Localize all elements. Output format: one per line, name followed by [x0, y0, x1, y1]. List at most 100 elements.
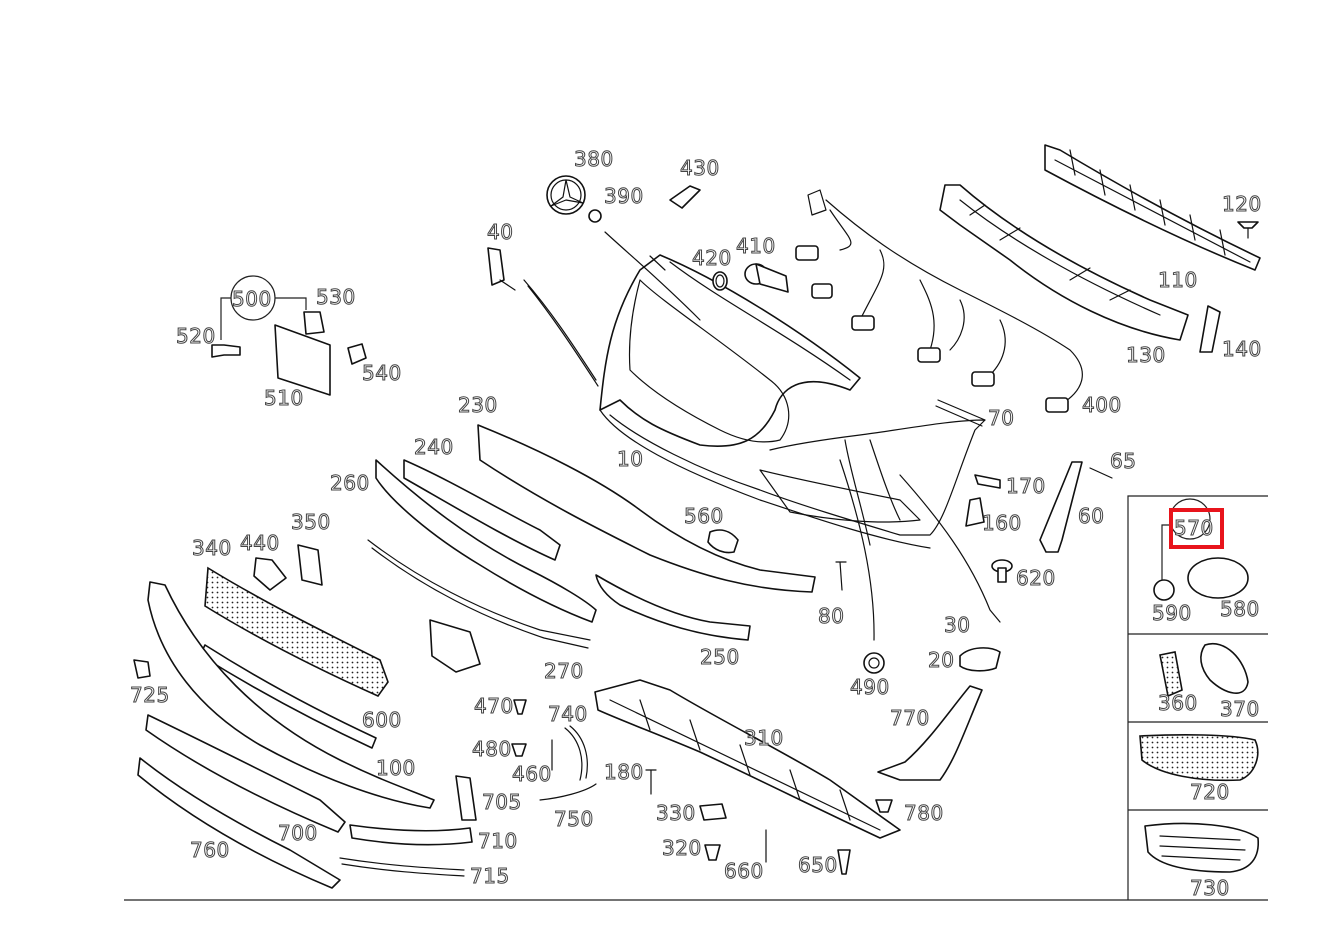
label-380: 380	[574, 147, 614, 171]
label-310: 310	[744, 726, 784, 750]
grille-right-bracket[interactable]	[429, 619, 481, 673]
part-310-underbody-panel[interactable]	[594, 679, 901, 839]
part-730-slats	[1159, 835, 1246, 861]
part-600-strip[interactable]	[199, 644, 377, 749]
label-560: 560	[684, 504, 724, 528]
part-410-sensor[interactable]	[744, 263, 789, 293]
part-110-reinforcement[interactable]	[1044, 144, 1261, 271]
part-30-cable[interactable]	[899, 474, 1001, 623]
label-440: 440	[240, 531, 280, 555]
part-480-clip[interactable]	[511, 743, 527, 757]
label-760: 760	[190, 838, 230, 862]
part-590-cap[interactable]	[1153, 579, 1175, 601]
part-130-bracket[interactable]	[939, 184, 1189, 341]
label-30: 30	[944, 613, 970, 637]
part-120-screw[interactable]	[1237, 221, 1259, 239]
part-700-trim[interactable]	[145, 714, 346, 833]
part-240-grille-frame[interactable]	[403, 459, 561, 561]
part-705-mesh[interactable]	[455, 775, 477, 821]
label-330: 330	[656, 801, 696, 825]
license-plate-group	[211, 275, 367, 396]
label-730: 730	[1190, 876, 1230, 900]
label-70: 70	[988, 406, 1014, 430]
part-340-grille[interactable]	[204, 566, 389, 697]
part-770-bracket[interactable]	[877, 685, 983, 781]
part-780-bolt[interactable]	[875, 799, 893, 813]
label-600: 600	[362, 708, 402, 732]
part-720-grille-insert[interactable]	[1139, 734, 1259, 782]
part-330-bracket[interactable]	[699, 803, 727, 821]
part-260-spoiler[interactable]	[375, 459, 597, 623]
label-250: 250	[700, 645, 740, 669]
part-180-screw[interactable]	[645, 769, 657, 795]
label-500: 500	[232, 287, 272, 311]
part-530-clip[interactable]	[303, 311, 325, 335]
part-380-emblem[interactable]	[546, 175, 586, 215]
part-740-strip[interactable]	[564, 725, 588, 781]
label-715: 715	[470, 864, 510, 888]
part-40-cover[interactable]	[487, 247, 516, 291]
label-740: 740	[548, 702, 588, 726]
part-430-bracket[interactable]	[669, 185, 701, 209]
label-170: 170	[1006, 474, 1046, 498]
part-65-pin[interactable]	[1089, 467, 1113, 479]
part-60-bracket[interactable]	[1039, 461, 1083, 553]
part-420-ring[interactable]	[712, 271, 728, 291]
part-20-cap[interactable]	[959, 647, 1001, 672]
part-370-frame[interactable]	[1200, 642, 1249, 694]
part-760-trim[interactable]	[137, 757, 341, 889]
label-40: 40	[487, 220, 513, 244]
label-65: 65	[1110, 449, 1136, 473]
label-780: 780	[904, 801, 944, 825]
label-140: 140	[1222, 337, 1262, 361]
label-540: 540	[362, 361, 402, 385]
part-580-cover[interactable]	[1187, 557, 1249, 599]
part-620-bolt[interactable]	[991, 559, 1013, 583]
label-10: 10	[617, 447, 643, 471]
part-80-pin[interactable]	[835, 561, 847, 591]
label-430: 430	[680, 156, 720, 180]
label-660: 660	[724, 859, 764, 883]
part-100-lower-trim[interactable]	[147, 581, 435, 809]
part-360-insert[interactable]	[1159, 651, 1183, 698]
label-110: 110	[1158, 268, 1198, 292]
part-390-clip[interactable]	[588, 209, 701, 321]
part-160-sensor-holder[interactable]	[965, 497, 985, 527]
part-230-lower-cover[interactable]	[477, 424, 816, 593]
label-460: 460	[512, 762, 552, 786]
part-750-strip[interactable]	[539, 783, 597, 801]
trim-strip[interactable]	[523, 279, 599, 387]
label-370: 370	[1220, 697, 1260, 721]
part-560-ring[interactable]	[707, 529, 739, 554]
part-710-strip[interactable]	[349, 824, 473, 846]
label-160: 160	[982, 511, 1022, 535]
part-715-strip[interactable]	[339, 857, 465, 877]
part-250-trim[interactable]	[595, 574, 751, 641]
part-140-bracket[interactable]	[1199, 305, 1221, 353]
label-360: 360	[1158, 691, 1198, 715]
part-170-clip[interactable]	[974, 474, 1001, 489]
part-320-nut[interactable]	[704, 844, 721, 861]
part-350-bracket[interactable]	[297, 544, 323, 586]
part-650-rivet[interactable]	[837, 849, 851, 875]
part-520-screw[interactable]	[211, 344, 241, 358]
part-540-clip[interactable]	[347, 343, 367, 365]
part-500-leader	[220, 297, 307, 340]
label-710: 710	[478, 829, 518, 853]
label-705: 705	[482, 790, 522, 814]
label-530: 530	[316, 285, 356, 309]
part-70-trim[interactable]	[935, 399, 986, 427]
part-470-clip[interactable]	[513, 699, 527, 715]
label-260: 260	[330, 471, 370, 495]
part-510-plate-bracket[interactable]	[274, 324, 331, 396]
part-270-strip[interactable]	[367, 539, 591, 649]
part-725-clip[interactable]	[133, 659, 151, 679]
label-510: 510	[264, 386, 304, 410]
part-440-clip[interactable]	[253, 557, 287, 591]
label-725: 725	[130, 683, 170, 707]
part-400-wiring-harness[interactable]	[795, 189, 1083, 413]
part-490-washer[interactable]	[863, 652, 885, 674]
bumper-cover-part[interactable]	[599, 254, 986, 549]
rod[interactable]	[839, 459, 875, 641]
label-700: 700	[278, 821, 318, 845]
